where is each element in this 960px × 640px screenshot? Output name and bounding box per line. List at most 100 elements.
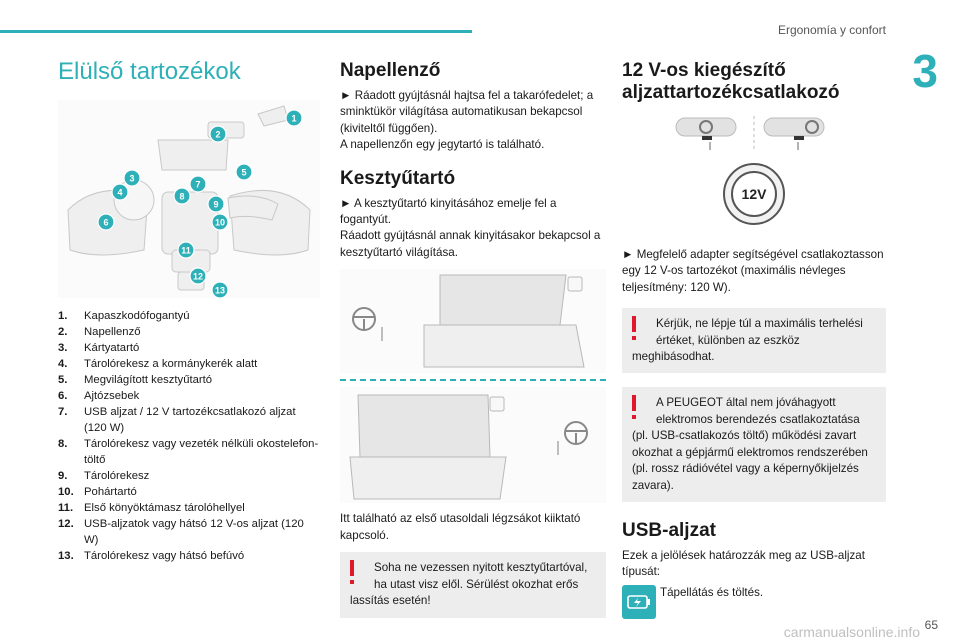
warning-lead: Soha ne vezessen nyitott kesztyűtartóval… [374, 561, 588, 591]
legend-number: 12. [58, 518, 74, 531]
legend-number: 4. [58, 358, 68, 371]
socket-label: 12V [742, 186, 768, 202]
legend-number: 10. [58, 486, 74, 499]
chapter-number: 3 [912, 45, 938, 97]
legend-item: 7.USB aljzat / 12 V tartozékcsatlakozó a… [58, 404, 320, 436]
12v-socket-icon: 12V [723, 162, 785, 225]
callout-badge: 13 [211, 281, 229, 298]
warning-lead: Kérjük, ne lépje túl a maximális terhelé… [656, 317, 863, 347]
callout-badge: 12 [189, 267, 207, 285]
legend-item: 4.Tárolórekesz a kormánykerék alatt [58, 356, 320, 372]
warning-box-glovebox: Soha ne vezessen nyitott kesztyűtartóval… [340, 552, 606, 618]
legend-text: Pohártartó [84, 486, 137, 499]
sunvisor-text-1: ► Ráadott gyújtásnál hajtsa fel a takaró… [340, 88, 594, 135]
legend-text: Napellenző [84, 326, 141, 339]
legend-item: 12.USB-aljzatok vagy hátsó 12 V-os aljza… [58, 516, 320, 548]
callout-badge: 6 [97, 213, 115, 231]
page-number: 65 [924, 618, 938, 632]
section-title-12v-line1: 12 V-os kiegészítő [622, 60, 786, 81]
legend-number: 13. [58, 550, 74, 563]
legend-item: 3. Kártyatartó [58, 340, 320, 356]
callout-number: 11 [181, 246, 191, 256]
warning-box-peugeot: A PEUGEOT által nem jóváhagyott elektrom… [622, 387, 886, 503]
section-title-12v-line2: aljzattartozékcsatlakozó [622, 81, 840, 103]
glovebox-text-1: ► A kesztyűtartó kinyitásához emelje fel… [340, 196, 557, 226]
callout-badge: 3 [123, 169, 141, 187]
legend-text: Tárolórekesz vagy vezeték nélküli okoste… [84, 438, 319, 467]
legend-number: 3. [58, 342, 68, 355]
callout-number: 9 [213, 200, 218, 210]
legend-item: 8.Tárolórekesz vagy vezeték nélküli okos… [58, 436, 320, 468]
glovebox-illustration-bottom [340, 387, 606, 504]
legend-item: 10. Pohártartó [58, 484, 320, 500]
callout-badge: 7 [189, 175, 207, 193]
header-accent-bar [0, 30, 472, 33]
warning-continuation: lassítás esetén! [350, 594, 431, 608]
legend-text: Tárolórekesz vagy hátsó befúvó [84, 550, 245, 563]
callout-badge: 9 [207, 195, 225, 213]
legend-item: 11. Első könyöktámasz tárolóhellyel [58, 500, 320, 516]
warning-box-max-load: Kérjük, ne lépje túl a maximális terhelé… [622, 308, 886, 374]
legend-number: 6. [58, 390, 68, 403]
legend-list: 1. Kapaszkodófogantyú 2. Napellenző 3. Kártya… [58, 308, 320, 565]
figure-divider [340, 379, 606, 382]
callout-badge: 8 [173, 187, 191, 205]
legend-text: Kártyatartó [84, 342, 140, 355]
legend-text: Első könyöktámasz tárolóhellyel [84, 502, 245, 515]
legend-item: 2. Napellenző [58, 324, 320, 340]
legend-item: 13. Tárolórekesz vagy hátsó befúvó [58, 548, 320, 564]
airbag-switch-text: Itt található az első utasoldali légzsák… [340, 512, 581, 542]
callout-number: 4 [117, 188, 122, 198]
usb-type-row: Tápellátás és töltés. [622, 584, 886, 619]
legend-text: Ajtózsebek [84, 390, 140, 403]
warning-icon [632, 316, 636, 341]
legend-item: 1. Kapaszkodófogantyú [58, 308, 320, 324]
steering-wheel-icon [675, 117, 737, 150]
legend-item: 5.Megvilágított kesztyűtartó [58, 372, 320, 388]
warning-icon [350, 560, 354, 585]
column-sunvisor-glovebox: Napellenző ► Ráadott gyújtásnál hajtsa f… [340, 56, 606, 618]
steering-wheel-icon [557, 421, 588, 456]
callout-badge: 4 [111, 183, 129, 201]
steering-wheel-icon [352, 307, 383, 342]
section-title-front-accessories: Elülső tartozékok [58, 58, 241, 85]
usb-text: Ezek a jelölések határozzák meg az USB-a… [622, 548, 865, 579]
chapter-title: Ergonomía y confort [777, 23, 886, 37]
callout-badge: 11 [177, 241, 195, 259]
section-title-sunvisor: Napellenző [340, 60, 441, 81]
glovebox-illustration-top [340, 269, 606, 374]
warning-continuation: (pl. USB-csatlakozós töltő) működési zav… [632, 429, 868, 492]
section-title-usb: USB-aljzat [622, 520, 716, 542]
callout-number: 5 [241, 168, 246, 178]
usb-charge-icon [622, 584, 656, 619]
watermark: carmanualsonline.info [783, 624, 920, 640]
legend-text: USB aljzat / 12 V tartozékcsatlakozó alj… [84, 406, 296, 435]
callout-number: 6 [103, 218, 108, 228]
callout-badge: 5 [235, 163, 253, 181]
socket-illustration: 12V [622, 112, 886, 241]
callout-number: 2 [215, 130, 220, 140]
section-title-glovebox: Kesztyűtartó [340, 167, 456, 189]
legend-text: Tárolórekesz [84, 470, 150, 483]
legend-number: 11. [58, 502, 74, 515]
legend-item: 9. Tárolórekesz [58, 468, 320, 484]
steering-wheel-icon [763, 117, 825, 150]
legend-number: 2. [58, 326, 68, 339]
callout-number: 8 [179, 192, 184, 202]
callout-number: 10 [215, 218, 225, 228]
warning-lead: A PEUGEOT által nem jóváhagyott elektrom… [656, 396, 860, 426]
legend-number: 9. [58, 470, 68, 483]
sunvisor-text-2: A napellenzőn egy jegytartó is található… [340, 138, 545, 152]
warning-continuation: meghibásodhat. [632, 349, 715, 363]
callout-badge: 2 [209, 125, 227, 143]
legend-item: 6. Ajtózsebek [58, 388, 320, 404]
glovebox-text-2: Ráadott gyújtásnál annak kinyitásakor be… [340, 229, 601, 259]
callout-number: 3 [129, 174, 134, 184]
callout-number: 7 [195, 180, 200, 190]
legend-number: 5. [58, 374, 68, 387]
legend-text: Kapaszkodófogantyú [84, 310, 190, 322]
callout-badge: 10 [211, 213, 229, 231]
legend-number: 1. [58, 310, 68, 322]
